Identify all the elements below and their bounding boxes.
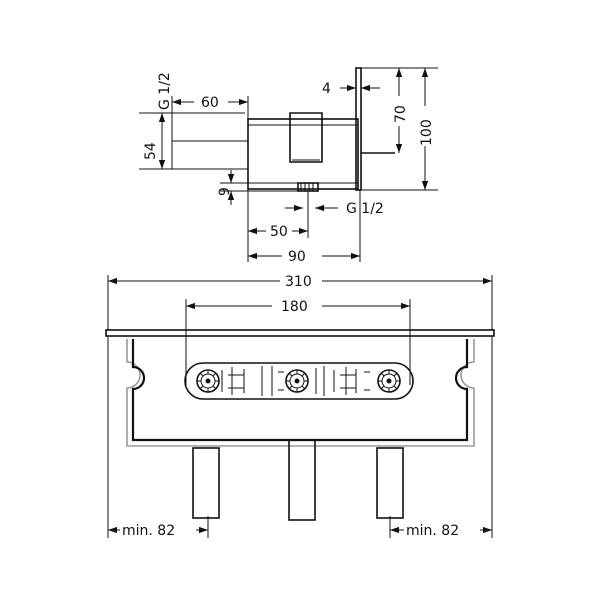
front-cover-plate (105, 329, 495, 337)
dim-4: 4 (322, 81, 331, 97)
dim-min-right: min. 82 (406, 523, 459, 539)
thread-label-bottom: G 1/2 (346, 201, 384, 217)
front-housing-outline (126, 339, 475, 447)
pipe-right (376, 447, 404, 519)
dim-180: 180 (281, 299, 308, 315)
valve-left (196, 369, 220, 393)
side-view: 60 G 1/2 54 9 4 70 100 G 1/2 50 90 (139, 67, 438, 265)
side-wall-plate (355, 67, 362, 191)
dim-90: 90 (288, 249, 306, 265)
dim-min-left: min. 82 (122, 523, 175, 539)
side-body (247, 118, 359, 190)
dim-100: 100 (419, 119, 435, 146)
dim-70: 70 (393, 105, 409, 123)
front-view: 310 180 (105, 274, 495, 539)
dim-310: 310 (285, 274, 312, 290)
mixer-slot (184, 362, 414, 400)
dim-60: 60 (201, 95, 219, 111)
dim-50: 50 (270, 224, 288, 240)
side-threaded-connector (171, 140, 249, 170)
pipe-left (192, 447, 220, 519)
dim-9: 9 (217, 187, 233, 196)
pipe-center (288, 439, 316, 521)
dim-54: 54 (143, 142, 159, 160)
valve-right (377, 369, 401, 393)
thread-label-top: G 1/2 (157, 72, 173, 110)
valve-center (285, 369, 309, 393)
side-cartridge (289, 112, 323, 163)
front-housing (131, 339, 469, 442)
